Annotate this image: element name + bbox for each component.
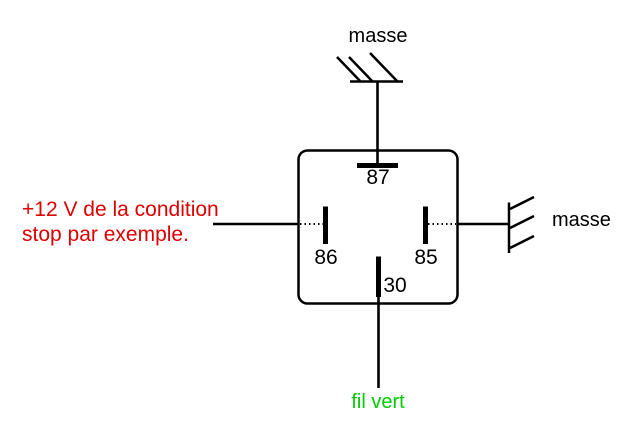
pin-30-label: 30 bbox=[383, 274, 407, 297]
ground-label-right: masse bbox=[552, 209, 611, 231]
pin-86-label: 86 bbox=[314, 246, 338, 269]
positive-condition-note: +12 V de la condition stop par exemple. bbox=[22, 197, 219, 247]
pin-87-label: 87 bbox=[366, 166, 390, 189]
positive-condition-note-line1: +12 V de la condition bbox=[22, 198, 219, 221]
ground-label-top: masse bbox=[348, 25, 408, 47]
green-wire-label: fil vert bbox=[351, 391, 405, 413]
ground-symbol-top bbox=[336, 52, 403, 83]
pin-85-label: 85 bbox=[414, 246, 438, 269]
positive-condition-note-line2: stop par exemple. bbox=[22, 223, 189, 246]
ground-symbol-right bbox=[507, 195, 535, 253]
